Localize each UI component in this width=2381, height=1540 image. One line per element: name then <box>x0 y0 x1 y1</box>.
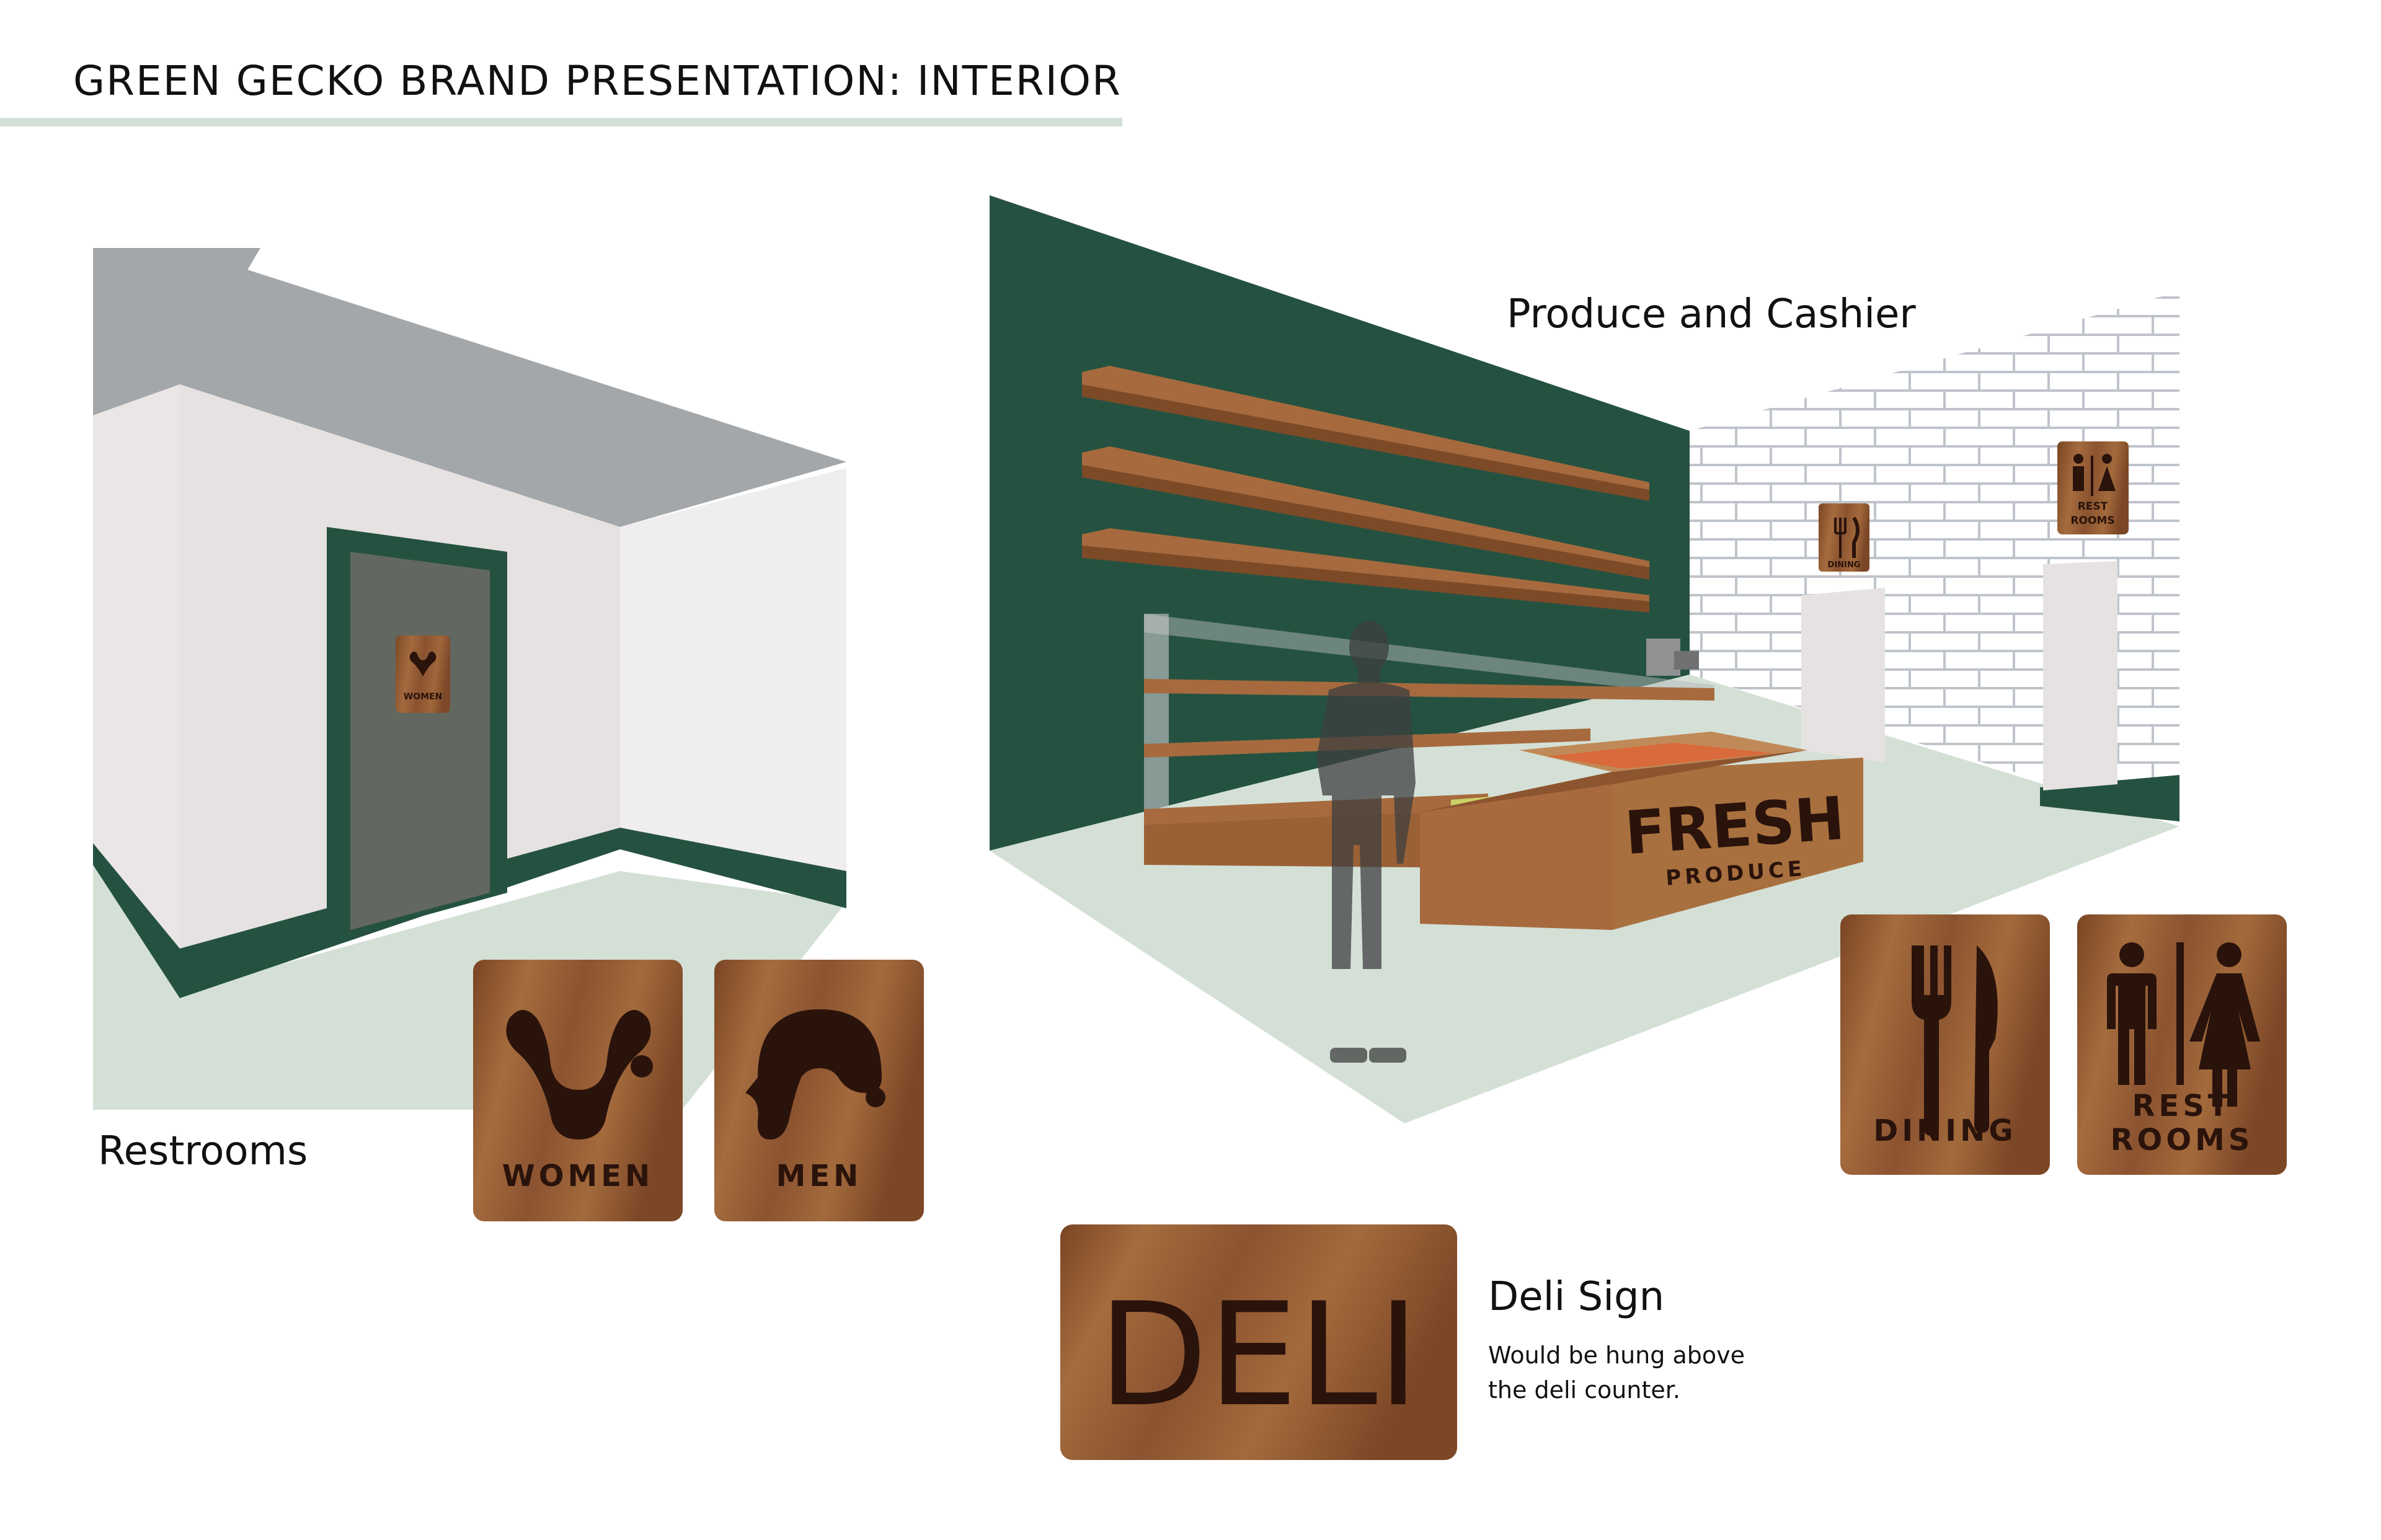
produce-label: Produce and Cashier <box>1507 291 1916 337</box>
women-sign: WOMEN <box>473 960 683 1221</box>
wall-restrooms-sign: REST ROOMS <box>2057 441 2129 534</box>
men-sign: MEN <box>714 960 924 1221</box>
restrooms-sign: REST ROOMS <box>2077 914 2287 1175</box>
produce-scene: DINING REST ROOMS FRESH <box>990 195 2179 1123</box>
woman-icon <box>2189 942 2260 1107</box>
deli-label: Deli Sign <box>1488 1274 1665 1320</box>
door-women-sign: WOMEN <box>396 635 450 713</box>
svg-text:ROOMS: ROOMS <box>2070 515 2114 527</box>
gecko-foot-icon <box>506 1010 651 1140</box>
person-silhouette <box>1316 621 1416 1063</box>
wall-dining-sign: DINING <box>1819 503 1869 572</box>
page-title: GREEN GECKO BRAND PRESENTATION: INTERIOR <box>73 57 1122 105</box>
restroom-doorway <box>2043 561 2117 790</box>
gecko-foot-icon <box>745 1009 882 1140</box>
deli-sign-text: DELI <box>1098 1273 1419 1438</box>
svg-text:DINING: DINING <box>1828 560 1861 570</box>
man-icon <box>2107 942 2157 1085</box>
ceiling-left <box>93 248 180 415</box>
fresh-text: FRESH <box>1623 784 1847 868</box>
deli-sign: DELI <box>1060 1224 1457 1460</box>
ceiling <box>180 248 846 527</box>
rest-text: REST <box>2132 1089 2232 1123</box>
dining-sign-text: DINING <box>1873 1113 2016 1148</box>
deli-description-1: Would be hung above <box>1488 1342 1745 1369</box>
restroom-scene: WOMEN <box>93 248 846 1110</box>
men-sign-text: MEN <box>776 1159 862 1193</box>
deli-description-2: the deli counter. <box>1488 1376 1680 1404</box>
produce-case <box>1144 614 1714 868</box>
svg-text:REST: REST <box>2078 500 2108 513</box>
restroom-door <box>350 552 490 930</box>
rooms-text: ROOMS <box>2111 1123 2254 1157</box>
women-sign-text: WOMEN <box>502 1159 654 1193</box>
title-underline <box>0 118 1122 126</box>
left-wall <box>93 384 180 949</box>
restrooms-label: Restrooms <box>98 1128 308 1174</box>
dining-sign: DINING <box>1840 914 2050 1175</box>
divider-icon <box>2176 942 2184 1085</box>
fork-knife-icon <box>1912 945 1998 1136</box>
dining-doorway <box>1801 588 1885 763</box>
produce-display: FRESH PRODUCE <box>1420 732 1863 930</box>
wall-shelves <box>1082 366 1649 613</box>
right-wall <box>620 468 846 871</box>
svg-text:WOMEN: WOMEN <box>404 692 443 702</box>
